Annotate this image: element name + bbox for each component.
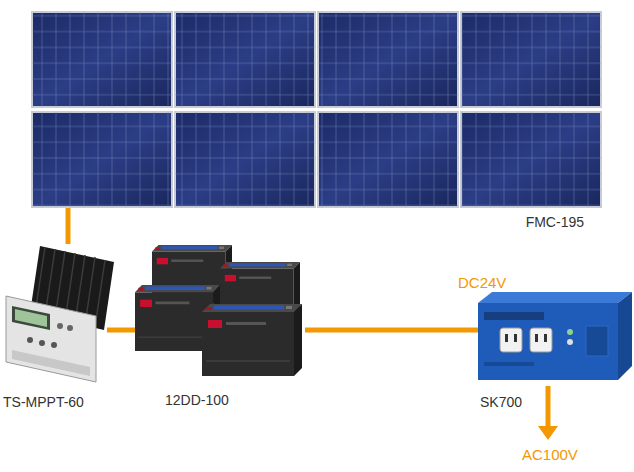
part-name: FMC-195 — [526, 214, 584, 230]
wire — [305, 328, 478, 333]
voltage-label: DC24V — [458, 274, 506, 291]
charge-controller — [6, 246, 114, 382]
inverter: SK700 — [478, 292, 632, 382]
wire — [66, 208, 71, 244]
output-arrow — [538, 386, 558, 440]
battery-bank: 12DD-100 — [135, 244, 305, 378]
charge-controller: TS-MPPT-60 — [5, 244, 107, 384]
wire — [107, 328, 135, 333]
solar-panels — [32, 12, 601, 207]
voltage-label: AC100V — [522, 446, 578, 463]
part-name: TS-MPPT-60 — [3, 394, 84, 410]
solar-array: FMC-195 — [32, 12, 602, 208]
battery-bank — [135, 245, 302, 376]
part-name: SK700 — [480, 394, 522, 410]
inverter — [478, 292, 632, 380]
part-name: 12DD-100 — [165, 392, 229, 408]
